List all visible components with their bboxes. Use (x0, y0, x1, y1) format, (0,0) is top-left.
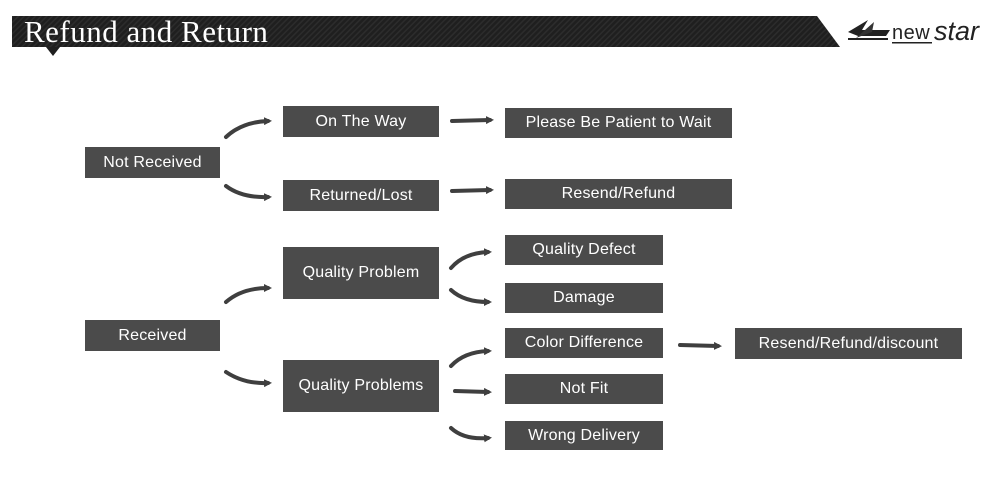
arrow-received-to-quality-problem (224, 284, 272, 304)
arrow-quality-problem-to-damage (449, 288, 492, 306)
node-wrong-delivery: Wrong Delivery (505, 421, 663, 450)
page-title: Refund and Return (24, 14, 269, 49)
node-color-difference: Color Difference (505, 328, 663, 358)
header-banner: Refund and Return (12, 14, 842, 56)
node-please-wait: Please Be Patient to Wait (505, 108, 732, 138)
arrow-quality-problems-to-color (449, 347, 492, 368)
arrow-color-to-resend-discount (678, 341, 722, 350)
node-quality-problems: Quality Problems (283, 360, 439, 412)
node-damage: Damage (505, 283, 663, 313)
node-quality-problem: Quality Problem (283, 247, 439, 299)
banner-shape (12, 16, 840, 56)
logo-text-new: new (892, 22, 931, 44)
arrow-received-to-quality-problems (224, 370, 272, 388)
node-received: Received (85, 320, 220, 351)
arrow-on-the-way-to-wait (450, 116, 494, 125)
star-logo-icon (848, 20, 932, 44)
node-not-fit: Not Fit (505, 374, 663, 404)
arrow-quality-problem-to-defect (449, 248, 492, 270)
arrow-not-received-to-returned (224, 184, 272, 202)
arrow-quality-problems-to-notfit (453, 387, 492, 396)
node-on-the-way: On The Way (283, 106, 439, 137)
arrow-quality-problems-to-wrong (449, 426, 492, 443)
arrow-returned-to-resend (450, 186, 494, 195)
node-returned-lost: Returned/Lost (283, 180, 439, 211)
node-resend-refund-discount: Resend/Refund/discount (735, 328, 962, 359)
node-quality-defect: Quality Defect (505, 235, 663, 265)
logo-text-star: star (934, 16, 980, 46)
node-resend-refund: Resend/Refund (505, 179, 732, 209)
node-not-received: Not Received (85, 147, 220, 178)
arrow-not-received-to-on-the-way (224, 117, 272, 139)
brand-logo: new star (846, 16, 991, 46)
